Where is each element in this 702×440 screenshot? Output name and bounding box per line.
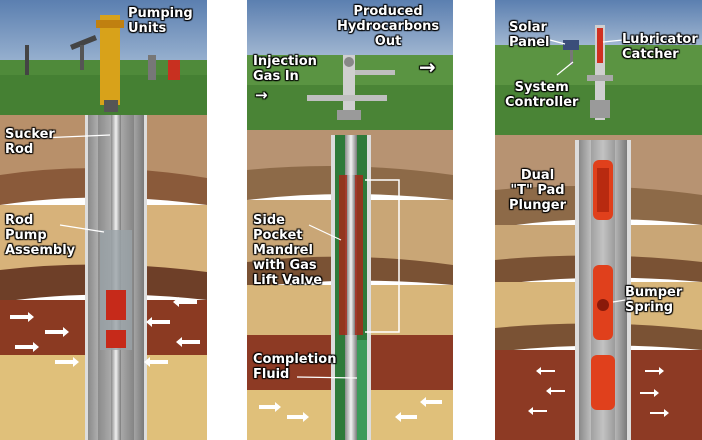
rod-pump-illustration [0, 0, 207, 440]
flow-arrows [10, 297, 200, 367]
bumper-spring-label: Bumper Spring [625, 285, 683, 315]
rod-pump-panel: Pumping Units Sucker Rod Rod Pump Assemb… [0, 0, 207, 440]
lubricator-catcher-label: Lubricator Catcher [622, 32, 698, 62]
completion-fluid-label: Completion Fluid [253, 352, 337, 382]
pumping-units-label: Pumping Units [128, 6, 193, 36]
gas-lift-panel: Produced Hydrocarbons Out → Injection Ga… [247, 0, 453, 440]
produced-hydrocarbons-out-label: Produced Hydrocarbons Out [337, 4, 440, 49]
produced-arrow-icon: → [419, 55, 436, 79]
pumping-unit-small-icon [25, 35, 180, 80]
mandrel-bracket [365, 179, 400, 333]
gas-lift-illustration [247, 0, 453, 440]
flow-arrows [259, 397, 442, 422]
plunger-lift-illustration [495, 0, 702, 440]
system-controller-label: System Controller [505, 80, 579, 110]
plunger-lift-panel: Solar Panel Lubricator Catcher System Co… [495, 0, 702, 440]
solar-panel-label: Solar Panel [509, 20, 550, 50]
sucker-rod-label: Sucker Rod [5, 127, 55, 157]
side-pocket-mandrel-label: Side Pocket Mandrel with Gas Lift Valve [253, 213, 323, 288]
pumping-unit-icon [96, 15, 124, 112]
lubricator-catcher-icon [587, 25, 613, 120]
completion-fluid [357, 340, 367, 440]
dual-t-pad-plunger-label: Dual "T" Pad Plunger [509, 168, 567, 213]
rod-pump-assembly-label: Rod Pump Assembly [5, 213, 76, 258]
injection-arrow-icon: → [255, 86, 268, 104]
injection-gas-in-label: Injection Gas In [253, 54, 317, 84]
flow-arrows [528, 367, 669, 417]
wellhead-icon [307, 55, 395, 120]
solar-panel-icon [563, 40, 579, 65]
